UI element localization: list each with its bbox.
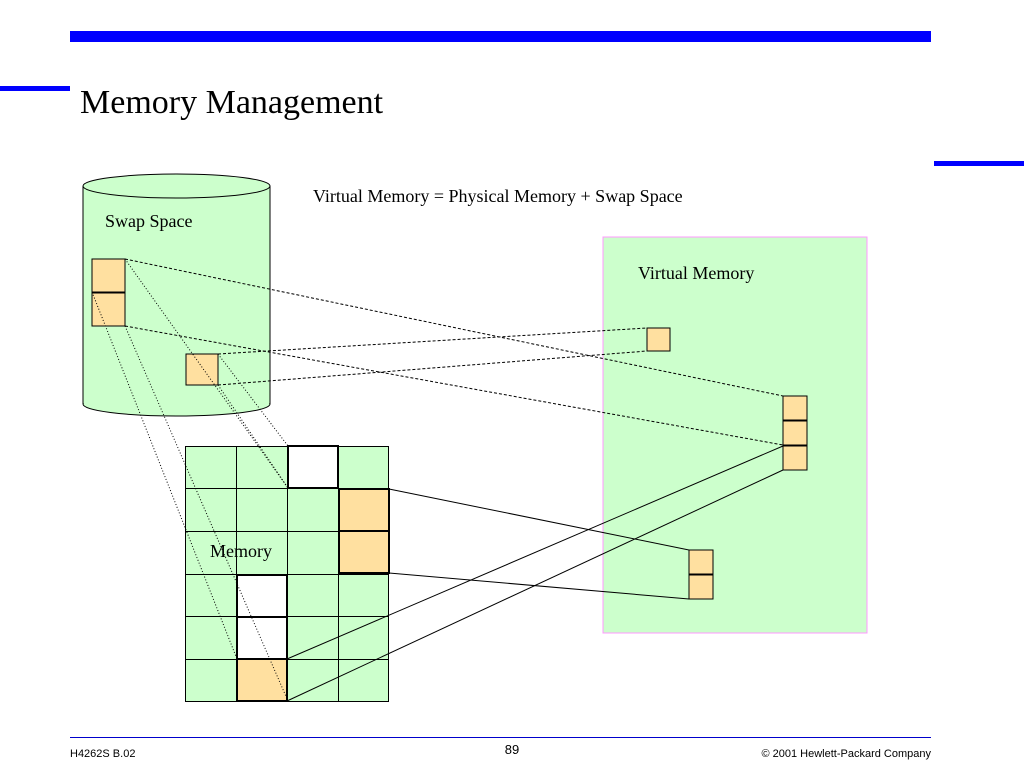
copyright-notice: © 2001 Hewlett-Packard Company (761, 748, 931, 760)
virtual-page (782, 420, 808, 446)
used-frame (237, 659, 287, 701)
left-accent-stub (0, 86, 70, 91)
virtual-page (646, 327, 671, 352)
virtual-page (782, 395, 808, 421)
swap-to-memory-links (91, 258, 289, 702)
virtual-page (688, 549, 714, 575)
used-frame (339, 489, 389, 531)
swap-page (91, 258, 126, 293)
used-frame (339, 531, 389, 573)
swap-page (91, 292, 126, 327)
footer-divider (70, 737, 931, 738)
memory-label: Memory (210, 541, 272, 561)
free-frame (288, 446, 338, 488)
free-frame (237, 617, 287, 659)
swap-page (185, 353, 219, 386)
swap-to-virtual-links (124, 258, 784, 446)
vm-equation: Virtual Memory = Physical Memory + Swap … (313, 186, 683, 206)
physical-memory-grid (185, 445, 390, 702)
swap-space-label: Swap Space (105, 211, 193, 231)
right-accent-stub (934, 161, 1024, 166)
page-number: 89 (504, 742, 520, 757)
memory-to-virtual-links (286, 445, 784, 702)
slide-title: Memory Management (80, 84, 384, 121)
virtual-page (688, 574, 714, 600)
top-accent-bar (70, 31, 931, 42)
virtual-memory-region (602, 236, 868, 634)
free-frame (237, 575, 287, 617)
course-code: H4262S B.02 (70, 748, 136, 760)
virtual-page (782, 445, 808, 471)
virtual-memory-label: Virtual Memory (638, 263, 755, 283)
